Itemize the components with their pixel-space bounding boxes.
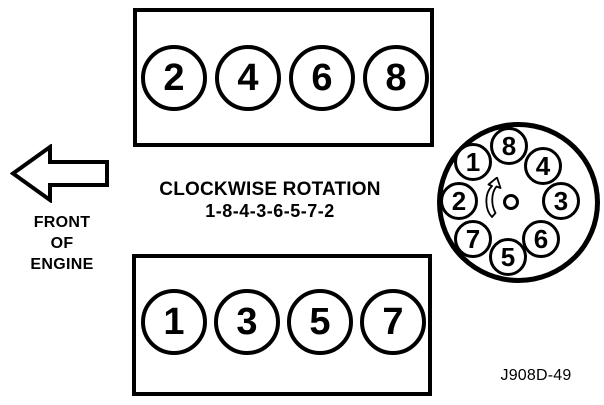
front-of-engine-arrow-icon <box>10 144 109 203</box>
plug-terminal-6: 6 <box>522 220 560 258</box>
cylinder-5: 5 <box>287 289 353 355</box>
cylinder-3: 3 <box>214 289 280 355</box>
plug-terminal-3: 3 <box>542 182 580 220</box>
front-label-line1: FRONT <box>33 214 91 231</box>
plug-terminal-1: 1 <box>454 143 492 181</box>
firing-order-value: 1-8-4-3-6-5-7-2 <box>205 201 335 221</box>
figure-code: J908D-49 <box>500 367 572 384</box>
front-label-line3: ENGINE <box>30 256 94 273</box>
distributor-cap: 8 1 4 2 3 7 6 5 <box>430 115 604 295</box>
clockwise-arrow-icon <box>485 177 502 218</box>
cylinder-6: 6 <box>289 45 355 111</box>
front-of-engine-label: FRONT OF ENGINE <box>12 212 112 275</box>
front-label-line2: OF <box>50 235 74 252</box>
plug-terminal-8: 8 <box>490 127 528 165</box>
plug-terminal-7: 7 <box>454 220 492 258</box>
rotor-center-dot <box>503 194 519 210</box>
cylinder-4: 4 <box>215 45 281 111</box>
cylinder-1: 1 <box>141 289 207 355</box>
rotation-text-block: CLOCKWISE ROTATION 1-8-4-3-6-5-7-2 <box>150 179 390 222</box>
clockwise-rotation-label: CLOCKWISE ROTATION <box>159 179 381 200</box>
plug-terminal-2: 2 <box>440 182 478 220</box>
cylinder-7: 7 <box>360 289 426 355</box>
cylinder-bank-bottom: 1 3 5 7 <box>132 254 432 396</box>
cylinder-bank-top: 2 4 6 8 <box>133 8 434 147</box>
plug-terminal-5: 5 <box>489 238 527 276</box>
cylinder-8: 8 <box>363 45 429 111</box>
cylinder-2: 2 <box>141 45 207 111</box>
plug-terminal-4: 4 <box>524 147 562 185</box>
